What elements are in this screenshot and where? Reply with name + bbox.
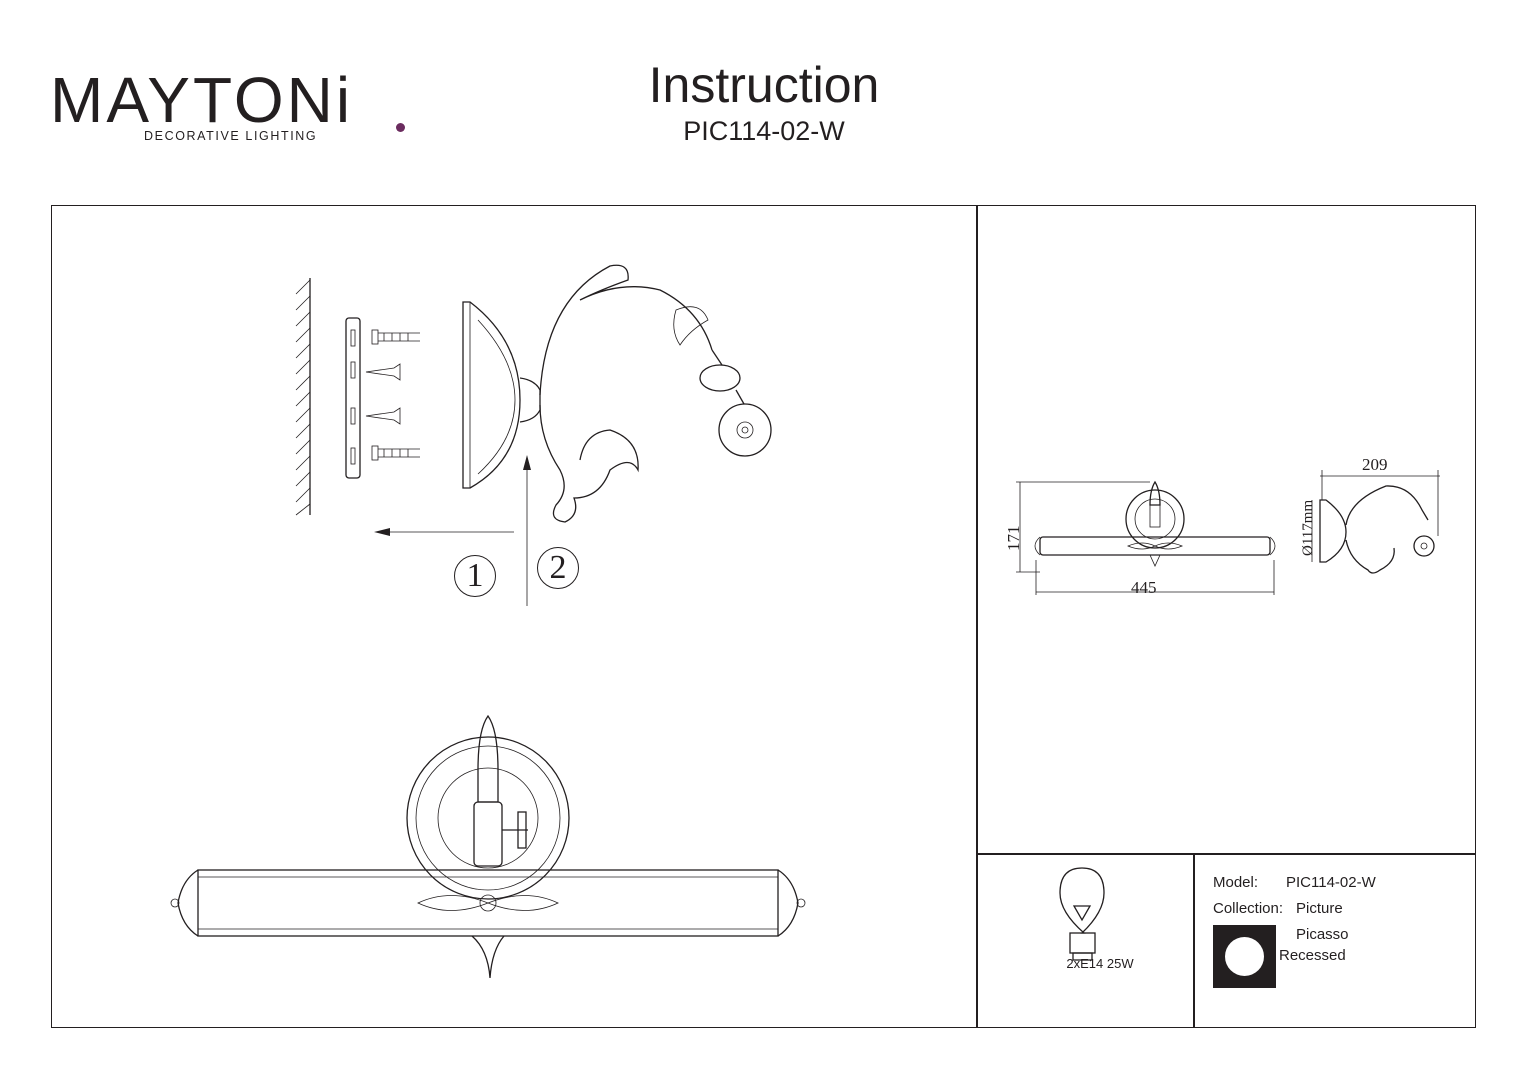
brand-logo: MAYTONi <box>50 60 405 150</box>
brand-name: MAYTONi <box>50 64 354 136</box>
brand-tagline: DECORATIVE LIGHTING <box>144 129 318 143</box>
sheet-divider-vertical <box>976 205 978 1028</box>
drawing-sheet <box>51 205 1476 1028</box>
step-1-label: 1 <box>454 555 496 597</box>
model-label: Model: <box>1213 874 1259 891</box>
lamp-caption: 2xE14 25W <box>1066 956 1134 971</box>
spec-divider <box>1193 853 1195 1028</box>
step-2-label: 2 <box>537 547 579 589</box>
mounting-bracket-icon <box>345 317 361 479</box>
mount-value: Recessed <box>1279 947 1346 964</box>
dimension-base-diameter: Ø117mm <box>1300 499 1316 556</box>
series-value: Picasso <box>1296 926 1349 943</box>
page-title: Instruction <box>648 57 880 113</box>
front-view-lamp-icon <box>170 714 806 979</box>
bulb-icon <box>1059 867 1105 961</box>
wall-hatch-icon <box>295 278 311 516</box>
logo-dot-icon <box>396 123 405 132</box>
screws-icon <box>365 329 420 461</box>
sheet-divider-horizontal <box>976 853 1476 855</box>
dimension-height: 171 <box>1004 525 1023 552</box>
model-code: PIC114-02-W <box>683 116 845 146</box>
side-view-lamp-icon <box>462 264 772 523</box>
model-value: PIC114-02-W <box>1286 874 1376 891</box>
collection-value: Picture <box>1296 900 1343 917</box>
collection-label: Collection: <box>1213 900 1284 917</box>
step-arrows-icon <box>374 455 531 606</box>
dimension-depth: 209 <box>1362 455 1388 474</box>
dimension-drawing-icon <box>1016 470 1440 595</box>
dimension-length: 445 <box>1131 578 1157 597</box>
recessed-icon <box>1213 925 1276 988</box>
